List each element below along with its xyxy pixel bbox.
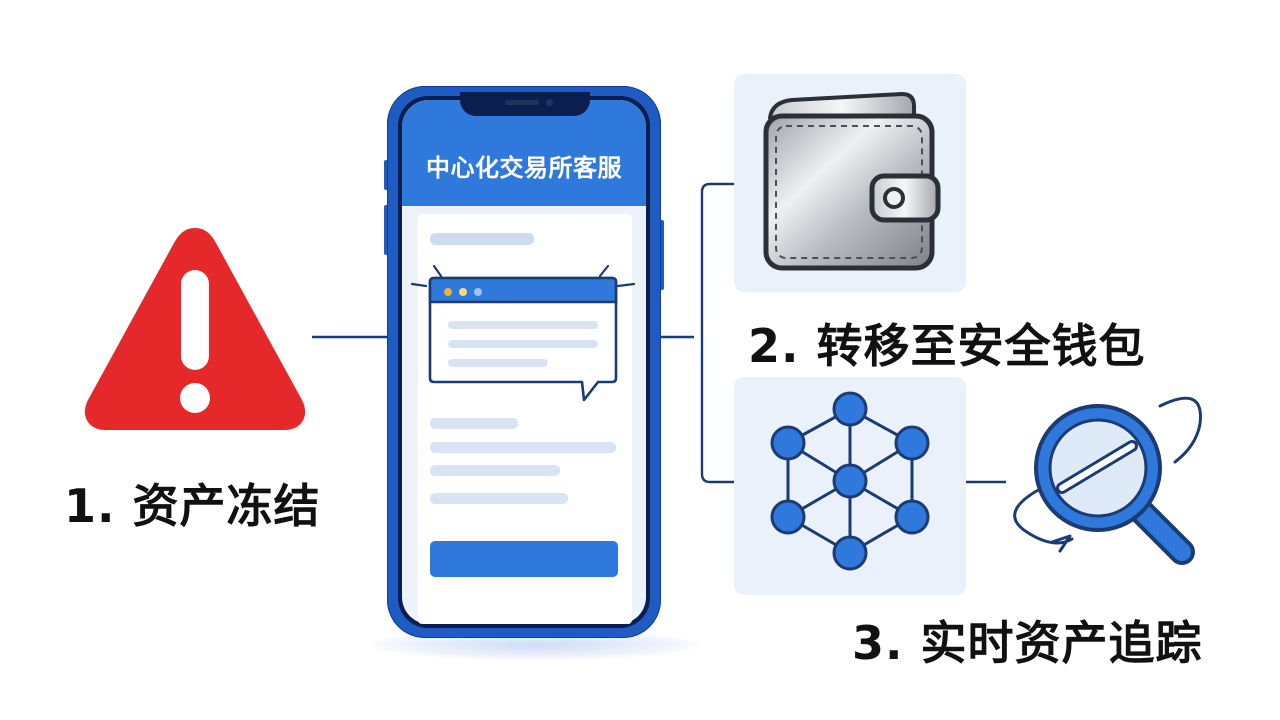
phone-action-button <box>430 541 618 577</box>
wallet-icon <box>763 92 941 271</box>
phone-side-button <box>660 220 664 290</box>
placeholder-line <box>430 442 616 453</box>
phone-title: 中心化交易所客服 <box>426 154 622 182</box>
placeholder-line <box>430 233 534 245</box>
magnifier-icon <box>1013 396 1202 565</box>
blockchain-network-icon <box>770 391 930 571</box>
warning-triangle-icon <box>84 228 306 430</box>
step-label-transfer-to-wallet: 2. 转移至安全钱包 <box>748 319 1146 373</box>
step-label-asset-freeze: 1. 资产冻结 <box>64 479 321 533</box>
phone-screen-header <box>402 100 646 206</box>
phone-camera <box>546 99 553 106</box>
phone-side-button <box>384 205 388 255</box>
placeholder-line <box>430 418 518 429</box>
placeholder-line <box>430 493 568 504</box>
step-label-realtime-tracking: 3. 实时资产追踪 <box>852 616 1203 670</box>
phone-side-button <box>384 160 388 190</box>
placeholder-line <box>430 465 560 476</box>
phone-speaker <box>505 100 539 105</box>
chat-bubble-icon <box>410 264 636 402</box>
